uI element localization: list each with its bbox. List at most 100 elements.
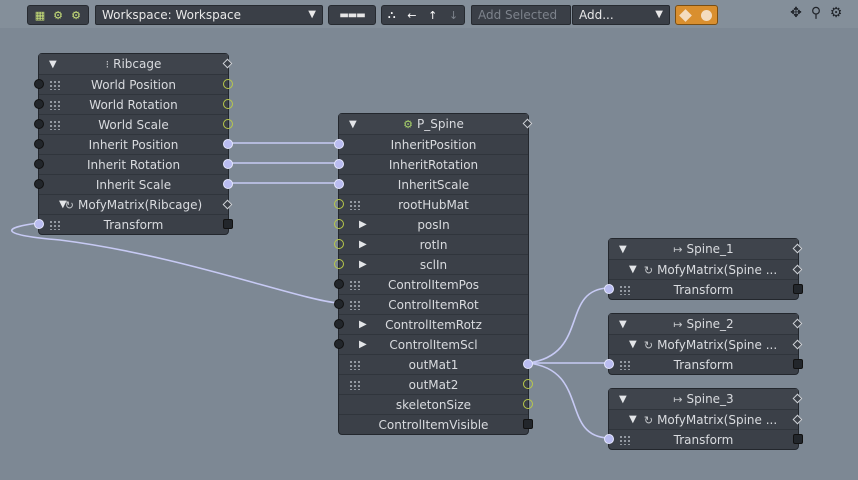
- output-port[interactable]: [223, 119, 233, 129]
- collapse-triangle-icon[interactable]: ▼: [629, 414, 637, 425]
- graph-icon[interactable]: ▦: [34, 8, 46, 22]
- spine-1-node-header[interactable]: ▼ ↦Spine_1: [609, 239, 803, 259]
- circle-orange-icon[interactable]: [700, 9, 712, 21]
- input-port[interactable]: [34, 139, 44, 149]
- ribcage-node[interactable]: ▼ ⁝Ribcage World Position World Rotation…: [34, 53, 233, 235]
- spine-2-node-header[interactable]: ▼ ↦Spine_2: [609, 314, 803, 334]
- arrow-down-icon[interactable]: ↓: [448, 8, 459, 22]
- output-port[interactable]: [793, 284, 803, 294]
- drag-handle-icon[interactable]: [349, 360, 361, 370]
- output-port[interactable]: [523, 419, 533, 429]
- drag-handle-icon[interactable]: [349, 200, 361, 210]
- collapse-triangle-icon[interactable]: ▼: [59, 199, 67, 210]
- collapse-triangle-icon[interactable]: ▼: [629, 339, 637, 350]
- input-port[interactable]: [34, 179, 44, 189]
- spine-1-node[interactable]: ▼ ↦Spine_1 ▼ ↻MofyMatrix(Spine ... Trans…: [604, 238, 803, 300]
- input-port[interactable]: [604, 284, 614, 294]
- drag-handle-icon[interactable]: [619, 285, 631, 295]
- input-port[interactable]: [334, 279, 344, 289]
- output-port[interactable]: [223, 159, 233, 169]
- zoom-icon[interactable]: ⚲: [810, 5, 822, 21]
- input-port[interactable]: [604, 434, 614, 444]
- spine-2-node[interactable]: ▼ ↦Spine_2 ▼ ↻MofyMatrix(Spine ... Trans…: [604, 313, 803, 375]
- p-spine-row-sclin: ▶ sclIn: [334, 254, 528, 274]
- output-port[interactable]: [523, 359, 533, 369]
- expand-triangle-icon[interactable]: ▶: [359, 239, 367, 250]
- move-icon[interactable]: ✥: [790, 5, 802, 21]
- drag-handle-icon[interactable]: [619, 435, 631, 445]
- input-port[interactable]: [334, 219, 344, 229]
- gear-add-icon[interactable]: ⚙: [53, 8, 63, 22]
- layout-button[interactable]: ▬▬▬: [328, 5, 376, 25]
- spine-3-sub-header[interactable]: ▼ ↻MofyMatrix(Spine ...: [609, 409, 803, 429]
- expand-triangle-icon[interactable]: ▶: [359, 319, 367, 330]
- arrow-left-icon[interactable]: ←: [407, 8, 417, 22]
- drag-handle-icon[interactable]: [349, 380, 361, 390]
- output-port[interactable]: [223, 79, 233, 89]
- collapse-triangle-icon[interactable]: ▼: [349, 118, 357, 130]
- drag-handle-icon[interactable]: [49, 80, 61, 90]
- add-dropdown[interactable]: Add... ▼: [572, 5, 670, 25]
- collapse-triangle-icon[interactable]: ▼: [619, 318, 627, 330]
- collapse-triangle-icon[interactable]: ▼: [629, 264, 637, 275]
- input-port[interactable]: [334, 239, 344, 249]
- output-port[interactable]: [223, 179, 233, 189]
- drag-handle-icon[interactable]: [349, 280, 361, 290]
- expand-triangle-icon[interactable]: ▶: [359, 339, 367, 350]
- output-port[interactable]: [223, 99, 233, 109]
- input-port[interactable]: [34, 159, 44, 169]
- nav-group: ⛬ ← ↑ ↓: [381, 5, 465, 25]
- collapse-triangle-icon[interactable]: ▼: [49, 58, 57, 70]
- collapse-triangle-icon[interactable]: ▼: [619, 243, 627, 255]
- output-port[interactable]: [523, 379, 533, 389]
- p-spine-node[interactable]: ▼ ⚙P_Spine InheritPosition InheritRotati…: [334, 113, 533, 435]
- input-port[interactable]: [334, 319, 344, 329]
- workspace-dropdown[interactable]: Workspace: Workspace ▼: [95, 5, 323, 25]
- spine-2-sub-header[interactable]: ▼ ↻MofyMatrix(Spine ...: [609, 334, 803, 354]
- gear-refresh-icon[interactable]: ⚙: [71, 8, 81, 22]
- p-spine-row-controlitempos: ControlItemPos: [334, 274, 528, 294]
- ribcage-node-header[interactable]: ▼ ⁝Ribcage: [39, 54, 233, 74]
- input-port[interactable]: [334, 259, 344, 269]
- settings-icon[interactable]: ⚙: [829, 5, 843, 21]
- input-port[interactable]: [604, 359, 614, 369]
- output-port[interactable]: [523, 399, 533, 409]
- drag-handle-icon[interactable]: [49, 120, 61, 130]
- add-selected-button[interactable]: Add Selected: [471, 5, 571, 25]
- p-spine-row-skeletonsize: skeletonSize: [339, 394, 533, 414]
- spine-1-sub-header[interactable]: ▼ ↻MofyMatrix(Spine ...: [609, 259, 803, 279]
- input-port[interactable]: [334, 339, 344, 349]
- expand-triangle-icon[interactable]: ▶: [359, 259, 367, 270]
- diamond-orange-icon[interactable]: [679, 8, 693, 22]
- hierarchy-icon[interactable]: ⛬: [387, 8, 396, 21]
- input-port[interactable]: [334, 179, 344, 189]
- output-port[interactable]: [793, 359, 803, 369]
- input-port[interactable]: [34, 79, 44, 89]
- output-port[interactable]: [223, 139, 233, 149]
- input-port[interactable]: [34, 119, 44, 129]
- bone-icon: ↦: [673, 318, 683, 331]
- p-spine-node-header[interactable]: ▼ ⚙P_Spine: [339, 114, 533, 134]
- wire-outmat1-spine1: [527, 287, 609, 364]
- output-port[interactable]: [793, 434, 803, 444]
- output-port[interactable]: [223, 219, 233, 229]
- arrow-up-icon[interactable]: ↑: [428, 8, 438, 22]
- spine-3-node[interactable]: ▼ ↦Spine_3 ▼ ↻MofyMatrix(Spine ... Trans…: [604, 388, 803, 450]
- display-toggle-group: [675, 5, 718, 25]
- p-spine-row-inheritrotation: InheritRotation: [334, 154, 528, 174]
- drag-handle-icon[interactable]: [619, 360, 631, 370]
- input-port[interactable]: [334, 199, 344, 209]
- input-port[interactable]: [334, 159, 344, 169]
- expand-triangle-icon[interactable]: ▶: [359, 219, 367, 230]
- refresh-icon: ↻: [643, 338, 654, 352]
- input-port[interactable]: [334, 299, 344, 309]
- input-port[interactable]: [34, 99, 44, 109]
- drag-handle-icon[interactable]: [349, 300, 361, 310]
- drag-handle-icon[interactable]: [49, 100, 61, 110]
- collapse-triangle-icon[interactable]: ▼: [619, 393, 627, 405]
- input-port[interactable]: [34, 219, 44, 229]
- spine-3-node-header[interactable]: ▼ ↦Spine_3: [609, 389, 803, 409]
- input-port[interactable]: [334, 139, 344, 149]
- drag-handle-icon[interactable]: [49, 220, 61, 230]
- ribcage-sub-header[interactable]: ▼ ↻MofyMatrix(Ribcage): [39, 194, 233, 214]
